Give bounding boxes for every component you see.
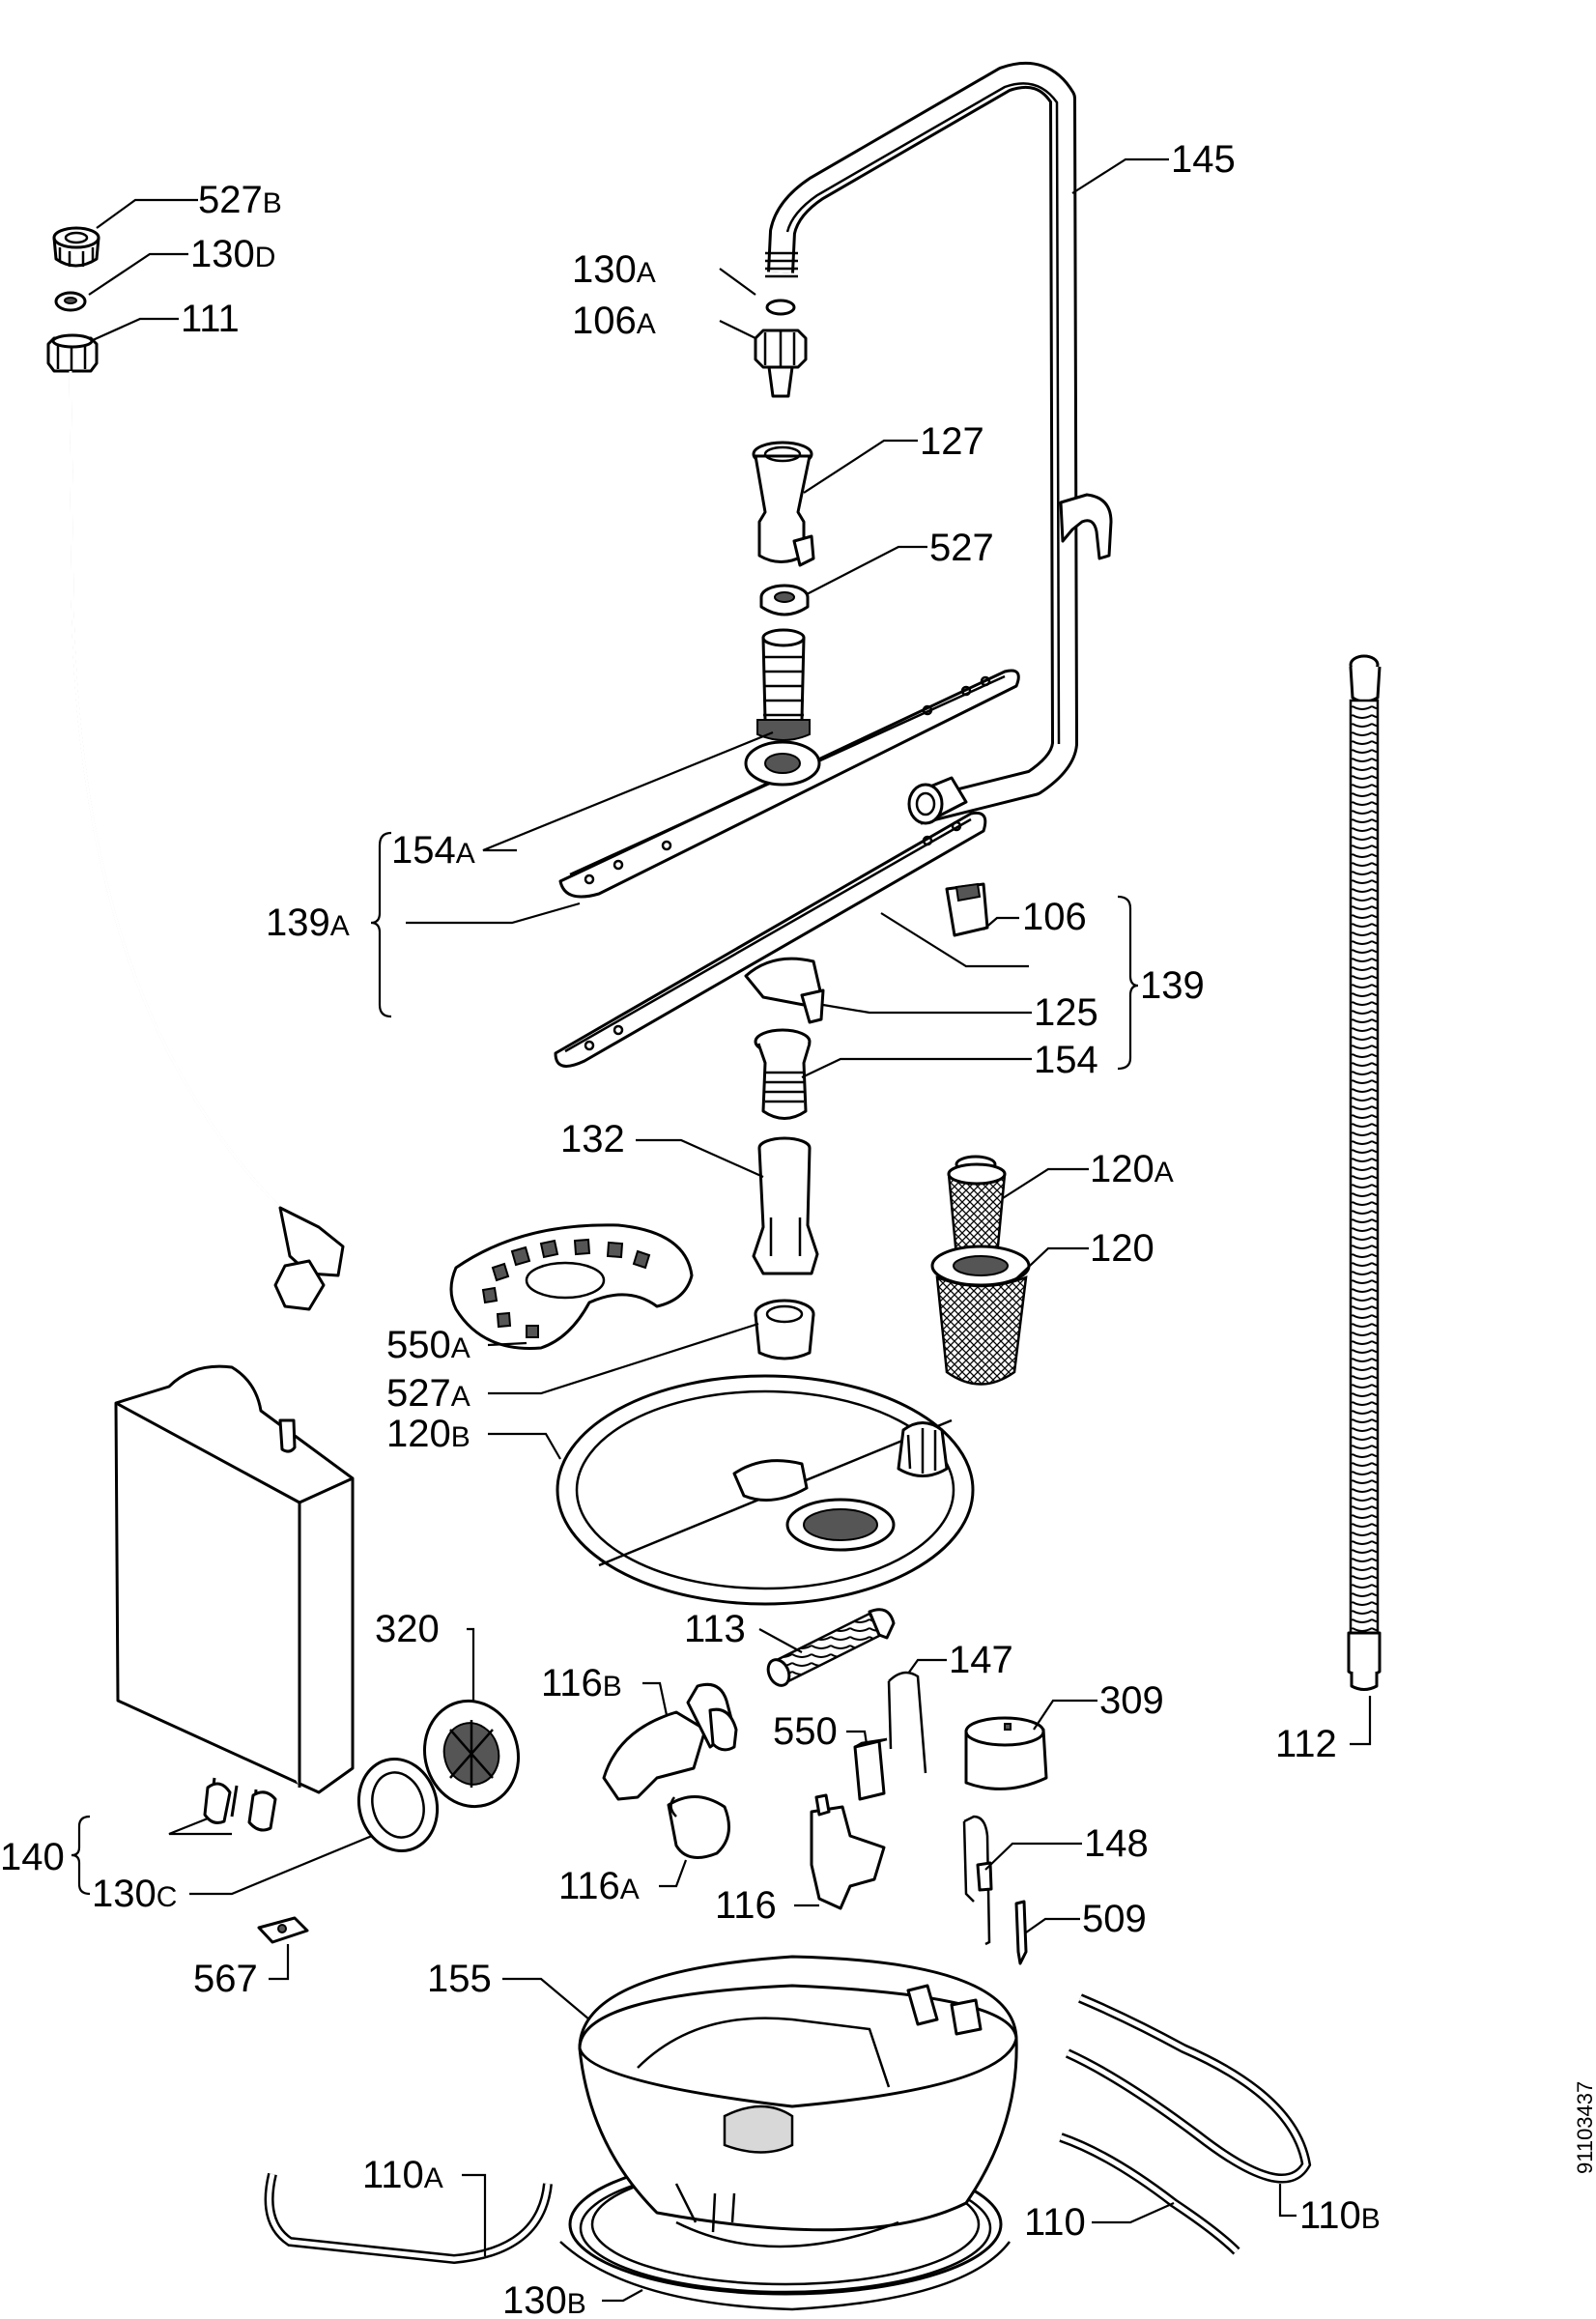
label-155: 155 [427,1958,492,2000]
label-550a: 550A [386,1324,470,1366]
bushing-527a [754,1299,815,1360]
hose-110 [1059,2133,1240,2255]
label-111: 111 [181,298,240,340]
filter-plate-120b [556,1374,975,1606]
label-567: 567 [193,1958,258,2000]
label-120: 120 [1090,1227,1154,1270]
label-110: 110 [1024,2201,1086,2244]
label-145: 145 [1171,138,1236,181]
label-148: 148 [1084,1822,1149,1865]
sump-155 [568,1955,1018,2296]
valve-116b [602,1682,738,1801]
tube-132 [752,1136,819,1275]
bracket-147 [887,1671,927,1774]
label-116b: 116B [541,1662,622,1704]
shield-550a [449,1223,694,1350]
hub-154 [754,1028,812,1120]
label-527: 527 [929,527,994,569]
upper-spray-arm-139a [558,628,1020,899]
o-ring-130a [765,299,796,316]
rod-148 [962,1815,993,1946]
pin-509 [1014,1900,1028,1965]
magnet-550 [853,1737,888,1801]
part-labels: 527B 130D 111 130A 106A 145 127 527 154A… [0,138,1381,2319]
label-110a: 110A [362,2154,443,2196]
washer-130d [54,291,87,312]
leader-lines [71,157,1372,2303]
fill-hose-112 [1347,654,1382,1691]
lower-spray-arm-139 [554,811,987,1068]
label-116a: 116A [558,1865,640,1907]
valve-116a [667,1795,730,1859]
cap-320 [422,1699,521,1809]
nut-106a [754,329,808,398]
supply-pipe-145 [765,62,1113,825]
hose-nut-111 [46,333,99,373]
inlet-hose-111 [69,370,345,1311]
label-113: 113 [684,1608,746,1650]
label-154: 154 [1034,1039,1098,1081]
clip-567 [257,1916,309,1944]
sensor-113 [766,1608,896,1687]
label-120a: 120A [1090,1148,1174,1190]
label-154a: 154A [391,829,475,872]
label-320: 320 [375,1608,440,1650]
label-509: 509 [1082,1898,1147,1940]
label-527b: 527B [198,179,282,221]
document-code: 91103437 [1573,2081,1596,2174]
hose-110b [1065,1993,1312,2184]
label-140: 140 [0,1836,65,1878]
gasket-130b [559,2241,1011,2311]
label-106a: 106A [572,300,656,342]
label-112: 112 [1275,1723,1337,1765]
label-139a: 139A [266,902,350,944]
label-125: 125 [1034,991,1098,1034]
clip-106 [945,882,989,937]
label-127: 127 [920,420,984,463]
cap-309 [964,1716,1048,1790]
label-130c: 130C [92,1873,177,1915]
label-116: 116 [715,1884,777,1927]
softener-140 [114,1364,355,1832]
label-139: 139 [1140,964,1205,1007]
cap-527b [52,226,100,268]
label-147: 147 [949,1639,1013,1681]
label-120b: 120B [386,1413,470,1455]
hose-110a [264,2172,553,2265]
label-550: 550 [773,1710,838,1753]
fine-filter-120a [947,1155,1007,1264]
label-130b: 130B [502,2279,586,2319]
label-132: 132 [560,1118,625,1160]
label-527a: 527A [386,1372,470,1415]
label-309: 309 [1099,1679,1164,1722]
valve-116 [810,1793,886,1910]
seal-130c [356,1757,440,1853]
coupling-127 [752,441,815,567]
label-110b: 110B [1299,2194,1381,2237]
nut-527 [759,584,810,616]
filter-120 [930,1245,1031,1386]
label-106: 106 [1022,896,1087,938]
label-130a: 130A [572,248,656,291]
label-130d: 130D [190,233,275,275]
